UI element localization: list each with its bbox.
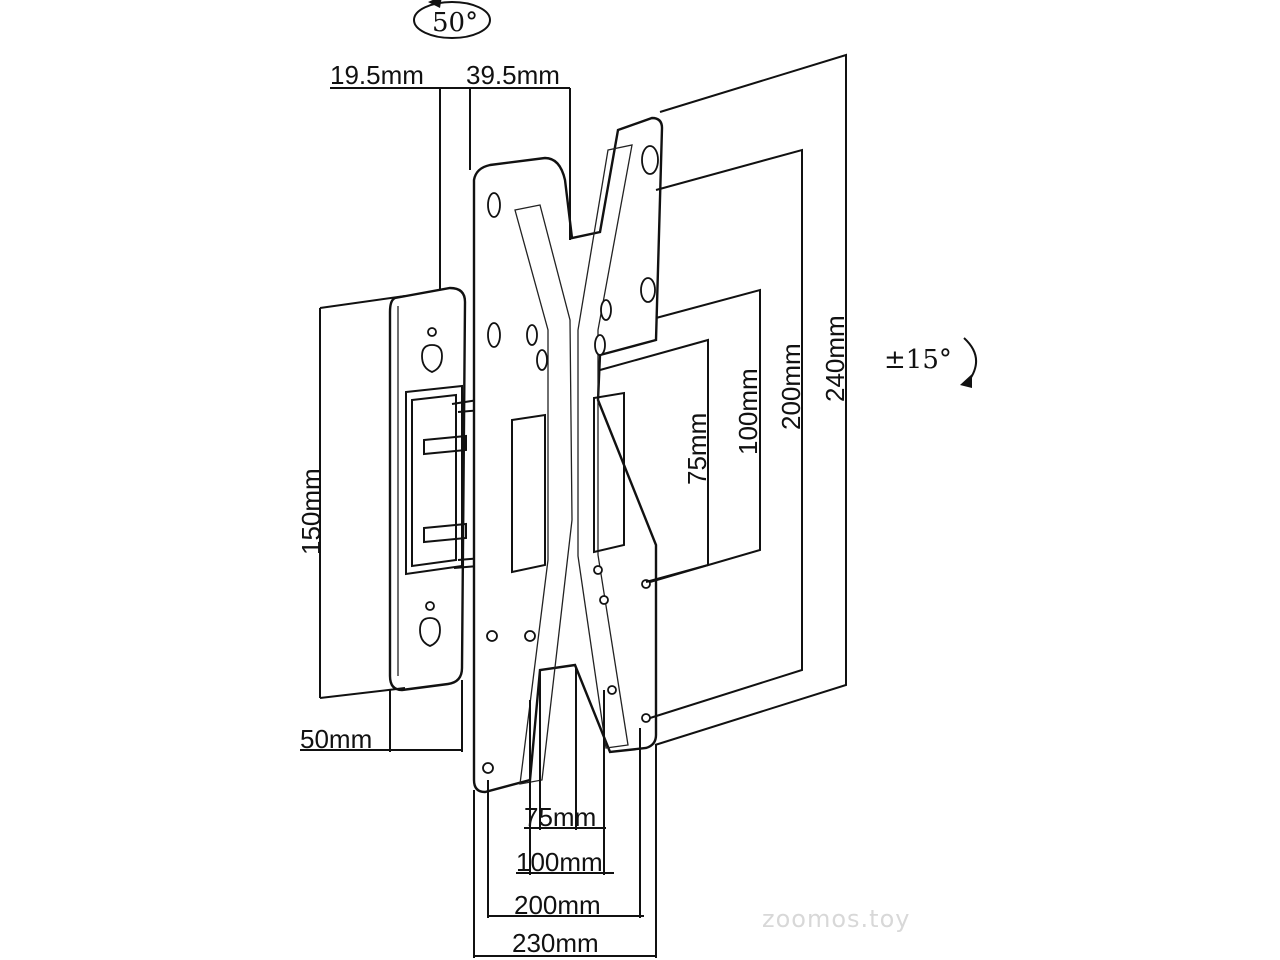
top-dimensions: 19.5mm 39.5mm [330, 60, 571, 290]
swivel-label: ±15° [884, 345, 952, 375]
wall-plate [388, 286, 467, 692]
dim-v-100mm: 100mm [733, 368, 763, 455]
dim-150mm: 150mm [296, 468, 326, 555]
dim-v-75mm: 75mm [682, 413, 712, 485]
swivel-indicator: ±15° [884, 337, 977, 388]
dim-50mm: 50mm [300, 724, 372, 754]
tilt-label: 50° [432, 8, 478, 38]
tilt-indicator: 50° [413, 0, 491, 39]
dim-h-200mm: 200mm [514, 890, 601, 920]
dim-230mm: 230mm [512, 928, 599, 958]
bottom-dimensions: 75mm 100mm 200mm 230mm [473, 668, 657, 958]
right-dimensions: 75mm 100mm 200mm 240mm [599, 53, 850, 746]
dim-39-5mm: 39.5mm [466, 60, 560, 90]
dim-19-5mm: 19.5mm [330, 60, 424, 90]
dim-v-200mm: 200mm [776, 343, 806, 430]
dim-240mm: 240mm [820, 315, 850, 402]
dim-h-100mm: 100mm [516, 847, 603, 877]
dim-h-75mm: 75mm [524, 802, 596, 832]
vesa-plate [472, 116, 664, 794]
watermark: zoomos.toy [762, 905, 911, 933]
left-dimensions: 150mm 50mm [296, 295, 463, 754]
